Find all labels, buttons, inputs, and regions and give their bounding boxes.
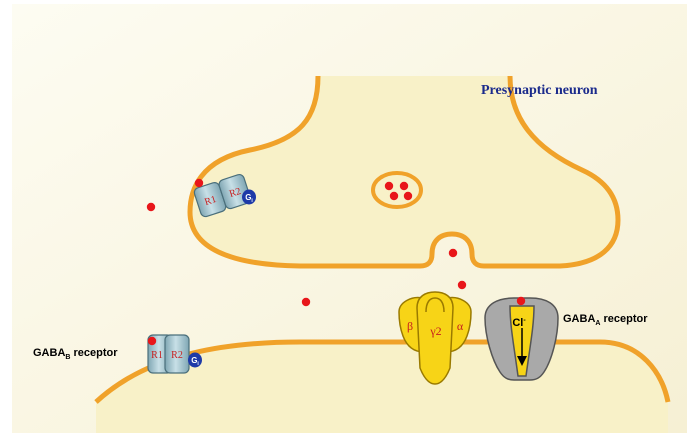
gaba-molecule [385, 182, 393, 190]
subunit-beta-label: β [407, 319, 413, 333]
subunit-r2-label: R2 [171, 350, 183, 361]
gaba-molecule [449, 249, 457, 257]
synaptic-vesicle [373, 173, 421, 207]
gaba-molecule [517, 297, 525, 305]
gaba-molecule [148, 337, 156, 345]
subunit-r1-label: R1 [151, 350, 163, 361]
gaba-molecule [390, 192, 398, 200]
gaba-molecule [458, 281, 466, 289]
gaba-molecule [404, 192, 412, 200]
gaba-a-receptor-label: GABAA receptor [563, 313, 648, 327]
presynaptic-label: Presynaptic neuron [481, 83, 598, 98]
gaba-molecule [302, 298, 310, 306]
gaba-molecule [147, 203, 155, 211]
subunit-gamma [417, 292, 453, 384]
subunit-gamma-label: γ2 [429, 324, 441, 338]
subunit-alpha-label: α [457, 319, 464, 333]
gaba-molecule [400, 182, 408, 190]
gaba-molecule [195, 179, 203, 187]
gaba-b-receptor-label: GABAB receptor [33, 347, 118, 361]
